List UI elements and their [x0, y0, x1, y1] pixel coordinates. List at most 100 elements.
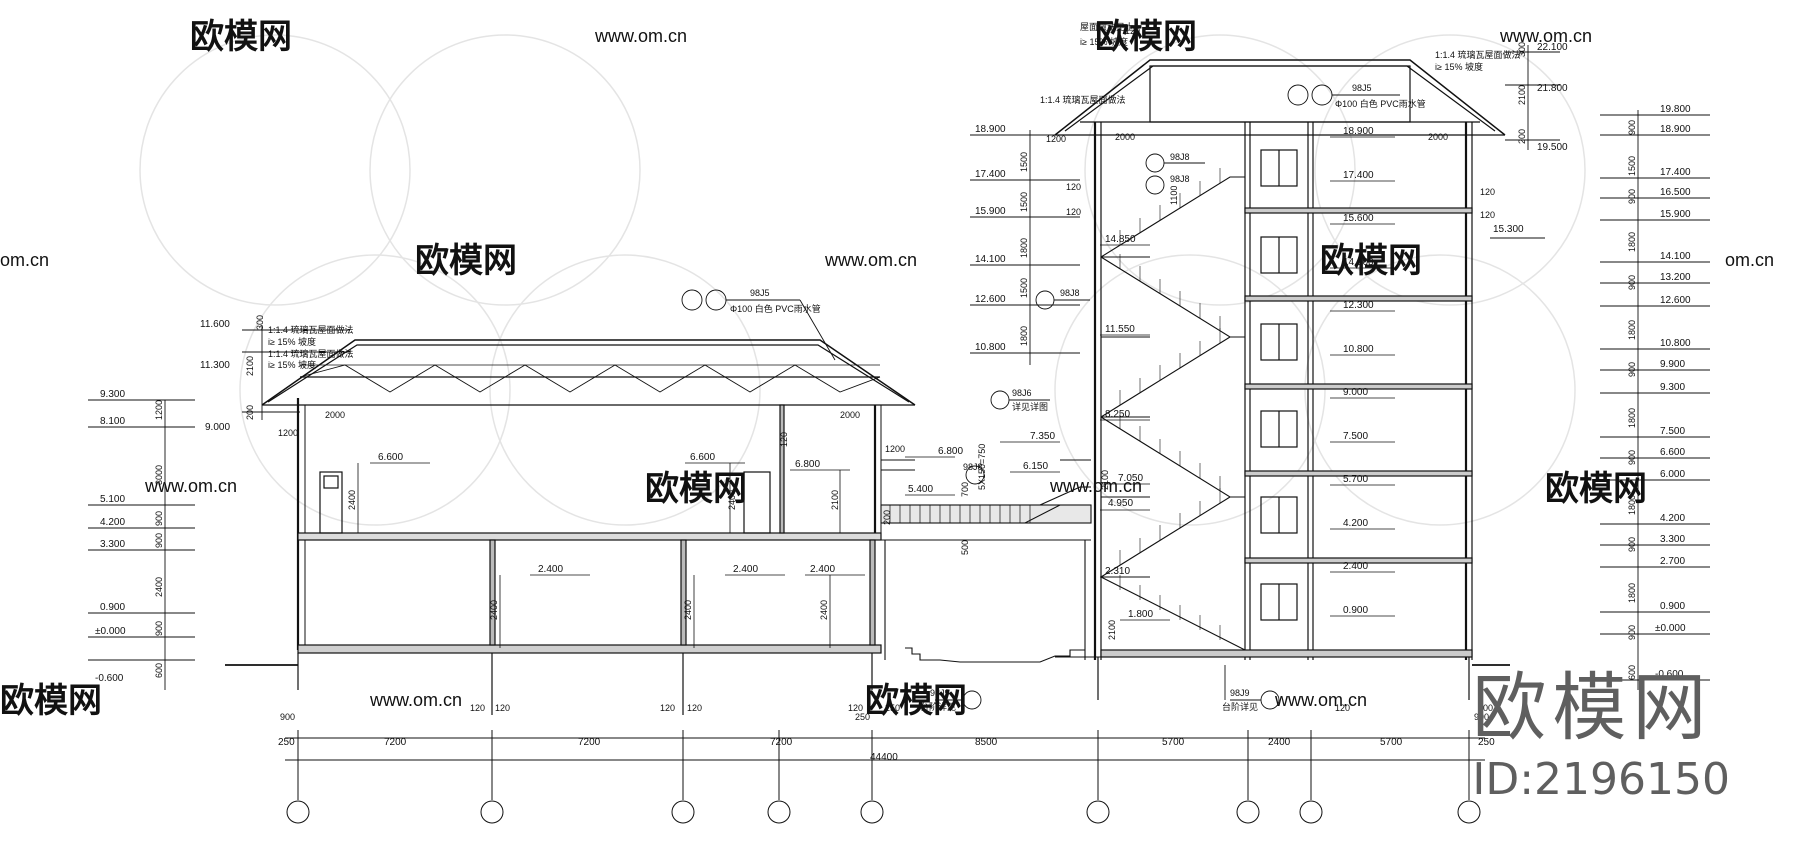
dim-label: 2100 [830, 490, 840, 510]
dim-label: 200 [245, 405, 255, 420]
dim-label: 1500 [1019, 192, 1029, 212]
dim-label: 120 [470, 703, 485, 713]
elevation-label: 6.600 [1660, 447, 1685, 458]
roof-note: 1:1.4 琉璃瓦屋面做法 [1040, 94, 1126, 105]
elevation-label: 6.800 [795, 459, 820, 470]
watermark-url: om.cn [1725, 250, 1774, 270]
dim-label: 120 [848, 703, 863, 713]
dim-label: 1800 [1627, 583, 1637, 603]
ref-note: Φ100 白色 PVC雨水管 [1335, 98, 1426, 109]
roof-note: i≥ 15% 坡度 [1435, 61, 1483, 72]
elevation-label: 10.800 [975, 342, 1006, 353]
elevation-label: 15.900 [1660, 209, 1691, 220]
base-small-dims: 120 120 120 120 120 120 900 900 250 [280, 703, 1493, 722]
right-elevation-marks [1600, 110, 1710, 690]
elevation-label: 9.000 [205, 422, 230, 433]
elevation-label: 12.600 [975, 294, 1006, 305]
dim-label: 900 [1627, 450, 1637, 465]
elevation-label: 2.400 [538, 564, 563, 575]
watermark-text: 欧模网 欧模网 欧模网 欧模网 欧模网 欧模网 欧模网 欧模网 [0, 18, 1647, 720]
ref-label: 98J8 [963, 462, 983, 472]
elevation-label: 11.300 [200, 360, 230, 371]
dim-label: 200 [882, 510, 892, 525]
elevation-label: 9.000 [1343, 387, 1368, 398]
grid-dim: 5700 [1162, 737, 1185, 748]
dim-label: 1800 [1019, 238, 1029, 258]
dim-label: 900 [154, 621, 164, 636]
grid-lines [285, 730, 1485, 824]
ref-label: 98J8 [1170, 152, 1190, 162]
elevation-label: 14.100 [975, 254, 1006, 265]
elevation-label: 7.500 [1660, 426, 1685, 437]
dim-label: 900 [1474, 712, 1489, 722]
dim-label: 120 [1480, 187, 1495, 197]
dim-label: 120 [1125, 26, 1140, 36]
tower-left-elevations: 18.900 17.400 15.900 14.100 12.600 10.80… [975, 124, 1006, 353]
elevation-label: 4.950 [1108, 498, 1133, 509]
dim-label: 200 [1517, 129, 1527, 144]
dim-label: 2400 [489, 600, 499, 620]
elevation-label: 13.200 [1660, 272, 1691, 283]
dim-label: 500 [960, 540, 970, 555]
elevation-label: 3.300 [1660, 534, 1685, 545]
elevation-label: 18.900 [975, 124, 1006, 135]
watermark-url-layer: www.om.cn www.om.cn www.om.cn om.cn om.c… [0, 26, 1774, 710]
elevation-label: 18.900 [1343, 126, 1374, 137]
ref-label: 98J8 [1170, 174, 1190, 184]
dim-label: 120 [779, 432, 789, 447]
dim-label: 1200 [154, 400, 164, 420]
dim-label: 600 [1627, 665, 1637, 680]
dim-label: 2000 [325, 410, 345, 420]
elevation-label: 18.900 [1660, 124, 1691, 135]
brand-id: ID:2196150 [1472, 754, 1730, 805]
ref-note: 台阶详见 [1222, 701, 1258, 712]
roof-note: 1:1.4 琉璃瓦屋面做法 [268, 324, 354, 335]
corridor-labels: 6.800 5.400 7.350 6.150 [908, 431, 1055, 495]
dim-label: 2400 [683, 600, 693, 620]
elevation-label: 11.600 [200, 319, 230, 330]
dim-label: 5X150=750 [977, 444, 987, 490]
roof-note: 屋面做法见上 [1080, 21, 1134, 32]
elevation-label: ±0.000 [1655, 623, 1686, 634]
dim-label: 2000 [1428, 132, 1448, 142]
elevation-label: 2.400 [733, 564, 758, 575]
tower-floor-labels: 18.900 17.400 15.600 14.100 12.300 10.80… [1343, 126, 1374, 616]
corridor-marks [905, 441, 1060, 496]
grid-dim: 7200 [578, 737, 601, 748]
dim-label: 900 [1627, 625, 1637, 640]
elevation-label: 2.700 [1660, 556, 1685, 567]
watermark-url: om.cn [0, 250, 49, 270]
grid-dimensions: 250 7200 7200 7200 8500 5700 2400 5700 2… [278, 737, 1495, 763]
ref-label: 98J9 [930, 688, 950, 698]
elevation-label: 6.000 [1660, 469, 1685, 480]
grid-dim: 250 [278, 737, 295, 748]
elevation-label: 19.500 [1537, 142, 1568, 153]
ref-note: 详见详图 [1012, 401, 1048, 412]
tower-left-dims: 1500 1500 1800 1500 1800 120 120 1200 [1019, 134, 1081, 346]
elevation-label: 9.300 [100, 389, 125, 400]
elevation-label: 10.800 [1343, 344, 1374, 355]
left-dim-labels: 300 2100 200 1200 3000 900 900 2400 900 … [154, 315, 298, 678]
elevation-label: 6.600 [690, 452, 715, 463]
dim-label: 2400 [727, 490, 737, 510]
dim-label: 900 [1627, 537, 1637, 552]
dim-label: 250 [855, 712, 870, 722]
stair-labels: 14.850 11.550 8.250 7.050 4.950 2.310 1.… [1105, 234, 1153, 620]
elevation-label: 9.300 [1660, 382, 1685, 393]
elevation-label: 5.100 [100, 494, 125, 505]
detail-refs [681, 84, 1400, 710]
dim-label: 1500 [1019, 278, 1029, 298]
dim-label: 900 [154, 511, 164, 526]
elevation-label: 1.800 [1128, 609, 1153, 620]
watermark-url: www.om.cn [369, 690, 462, 710]
dim-label: 120 [1066, 182, 1081, 192]
dim-label: 900 [1627, 120, 1637, 135]
watermark-url: www.om.cn [1274, 690, 1367, 710]
dim-label: 2400 [154, 577, 164, 597]
elevation-label: 2.400 [810, 564, 835, 575]
dim-label: 2400 [819, 600, 829, 620]
elevation-label: 12.300 [1343, 300, 1374, 311]
dim-label: 120 [1335, 703, 1350, 713]
elevation-label: 0.900 [1343, 605, 1368, 616]
